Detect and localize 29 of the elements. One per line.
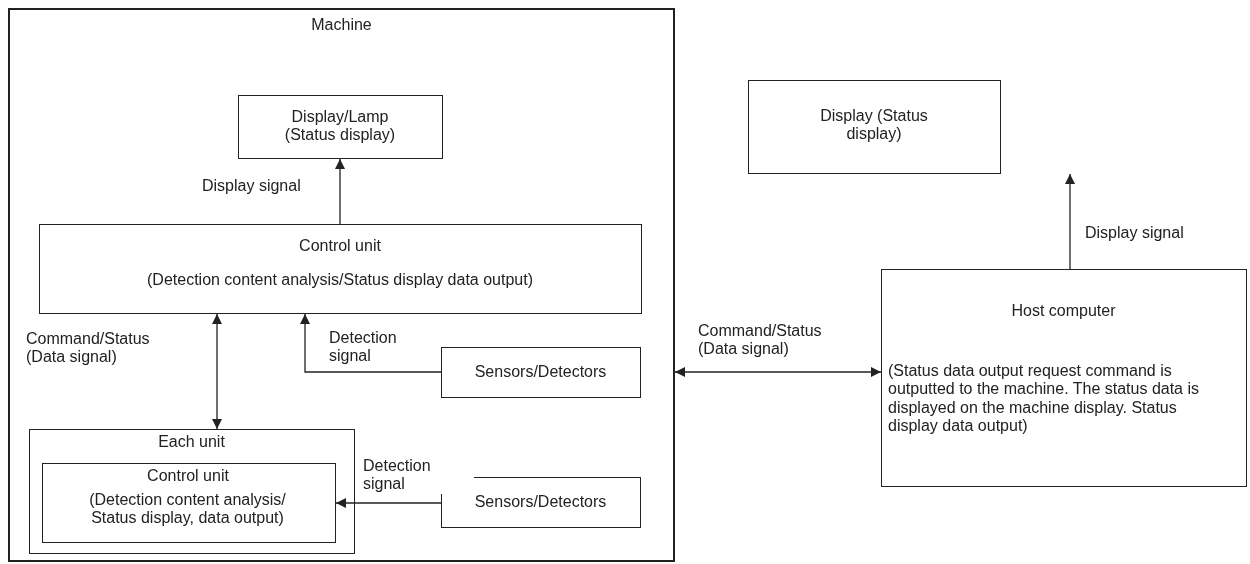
edge-label: Display signal xyxy=(1084,224,1185,243)
edge-label: Display signal xyxy=(201,177,302,196)
node-title: Display/Lamp (Status display) xyxy=(283,108,397,145)
arrow xyxy=(212,313,222,430)
arrow xyxy=(335,158,345,225)
arrow xyxy=(1065,173,1075,270)
arrow xyxy=(300,313,442,373)
node-description: (Status data output request command is outputted to the machine. The status data is displayed on the machine display. Status display data output) xyxy=(888,362,1200,436)
machine-box xyxy=(8,8,675,562)
arrow xyxy=(674,367,882,377)
node-description: (Detection content analysis/ Status display, data output) xyxy=(88,490,287,528)
node-title: Each unit xyxy=(157,433,226,452)
node-title: Sensors/Detectors xyxy=(473,363,608,382)
node-title: Display (Status display) xyxy=(819,107,929,144)
arrow xyxy=(335,498,442,508)
sensor-box xyxy=(441,347,641,398)
node-description: (Detection content analysis/Status display data output) xyxy=(146,271,534,290)
display-box xyxy=(238,95,443,159)
control-unit-box xyxy=(41,462,336,543)
node-title: Control unit xyxy=(298,237,382,256)
host-computer-box xyxy=(881,269,1247,487)
unit-box xyxy=(29,429,355,554)
display-box xyxy=(748,80,1001,174)
node-title: Sensors/Detectors xyxy=(473,493,608,512)
node-title: Machine xyxy=(310,16,373,35)
control-unit-box xyxy=(39,224,642,314)
node-title: Control unit xyxy=(146,466,230,485)
edge-label: Detection signal xyxy=(362,457,474,494)
node-title: Host computer xyxy=(1010,302,1117,321)
